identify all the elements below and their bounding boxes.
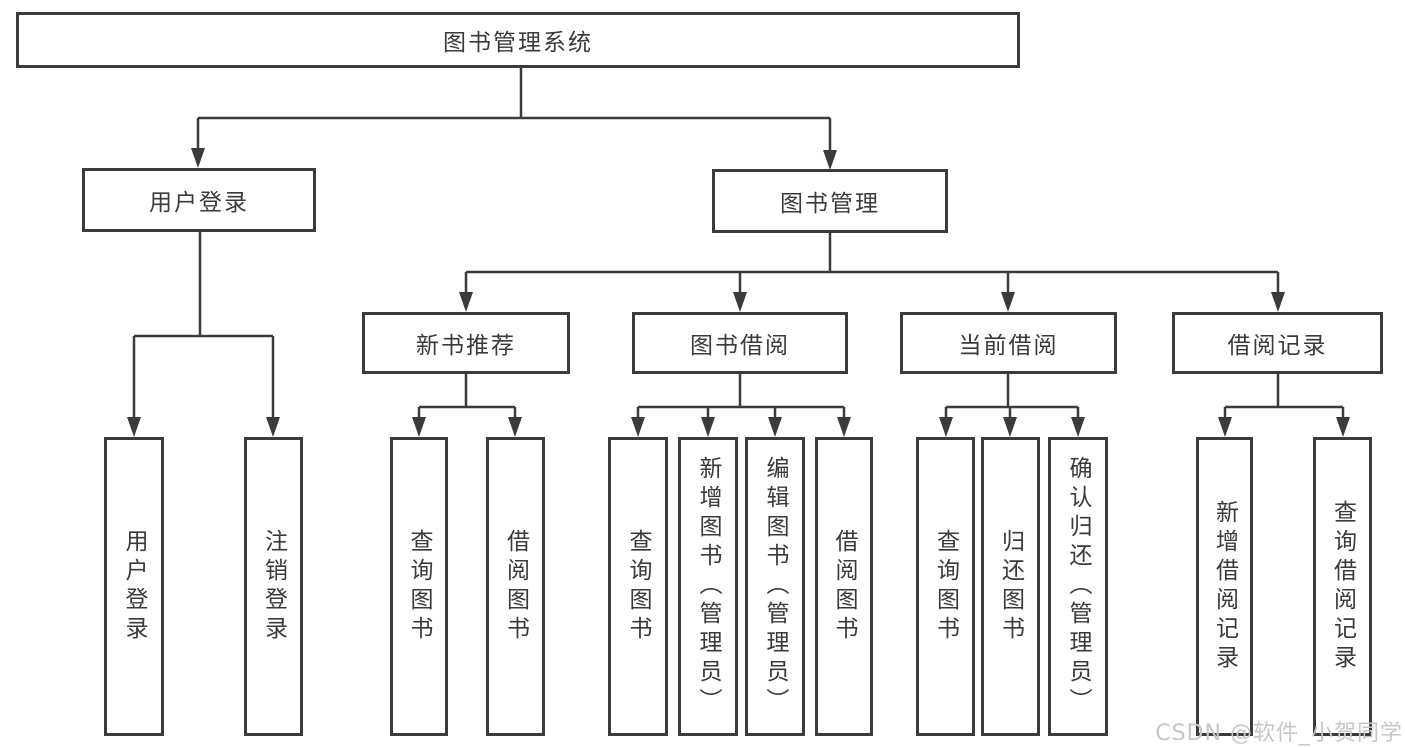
node-borrow-books-recommend: 借阅图书 (486, 437, 545, 736)
node-borrow-books-action: 借阅图书 (815, 437, 873, 736)
node-logout-action: 注销登录 (244, 437, 303, 736)
node-add-borrow-record: 新增借阅记录 (1196, 437, 1253, 736)
node-query-books-current: 查询图书 (916, 437, 975, 736)
node-query-borrow-record: 查询借阅记录 (1313, 437, 1372, 736)
node-current-borrowing: 当前借阅 (900, 312, 1117, 374)
node-borrowing-records: 借阅记录 (1172, 312, 1383, 374)
node-user-login-action: 用户登录 (104, 437, 164, 736)
node-edit-books-admin: 编辑图书（管理员） (745, 437, 805, 736)
node-add-books-admin: 新增图书（管理员） (678, 437, 738, 736)
node-book-borrowing: 图书借阅 (632, 312, 848, 374)
node-query-books-recommend: 查询图书 (390, 437, 448, 736)
node-query-books-borrow: 查询图书 (608, 437, 668, 736)
node-confirm-return-admin: 确认归还（管理员） (1048, 437, 1108, 736)
node-new-book-recommendation: 新书推荐 (362, 312, 570, 374)
csdn-watermark: CSDN @软件_小贺同学 (1155, 721, 1403, 746)
node-book-management: 图书管理 (712, 169, 948, 233)
arrowheads (127, 148, 1350, 437)
node-return-books: 归还图书 (981, 437, 1040, 736)
node-user-login: 用户登录 (82, 168, 316, 232)
node-root-system: 图书管理系统 (16, 12, 1020, 68)
